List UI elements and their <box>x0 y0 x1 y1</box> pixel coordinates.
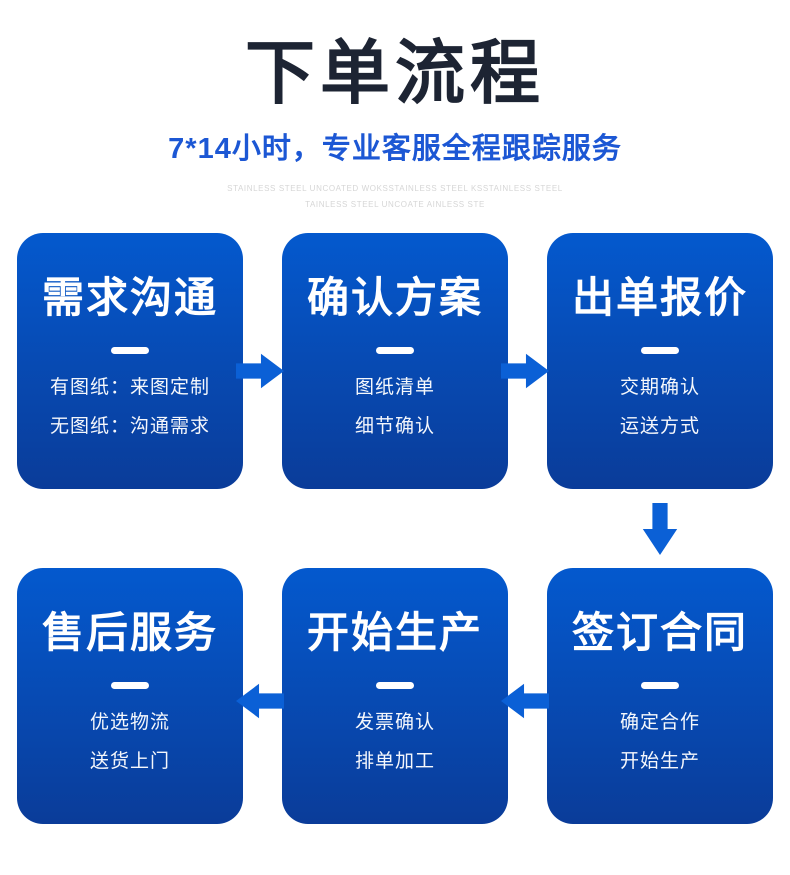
divider-dash <box>641 347 679 355</box>
step-card-sign-contract: 签订合同 确定合作 开始生产 <box>547 568 773 824</box>
arrow-left-icon <box>236 683 284 719</box>
step-detail: 确定合作 <box>619 712 700 734</box>
watermark-line: STAINLESS STEEL UNCOATED WOKSSTAINLESS S… <box>227 184 563 193</box>
step-card-after-sales-service: 售后服务 优选物流 送货上门 <box>17 568 243 824</box>
step-title: 确认方案 <box>306 274 483 321</box>
step-title: 出单报价 <box>571 274 748 321</box>
step-detail: 发票确认 <box>354 712 435 734</box>
step-title: 售后服务 <box>41 609 218 656</box>
step-card-demand-communication: 需求沟通 有图纸：来图定制 无图纸：沟通需求 <box>17 233 243 489</box>
step-card-confirm-plan: 确认方案 图纸清单 细节确认 <box>282 233 508 489</box>
step-detail: 开始生产 <box>619 751 700 773</box>
divider-dash <box>111 347 149 355</box>
step-detail: 无图纸：沟通需求 <box>49 416 210 438</box>
divider-dash <box>641 682 679 690</box>
arrow-right-icon <box>501 353 549 389</box>
step-detail: 优选物流 <box>89 712 170 734</box>
page-subtitle: 7*14小时，专业客服全程跟踪服务 <box>168 133 622 165</box>
step-card-start-production: 开始生产 发票确认 排单加工 <box>282 568 508 824</box>
divider-dash <box>376 347 414 355</box>
arrow-left-icon <box>501 683 549 719</box>
step-detail: 图纸清单 <box>354 377 435 399</box>
watermark-text: STAINLESS STEEL UNCOATED WOKSSTAINLESS S… <box>0 181 790 213</box>
step-detail: 有图纸：来图定制 <box>49 377 210 399</box>
page-title: 下单流程 <box>245 34 545 112</box>
arrow-down-icon <box>642 503 678 555</box>
step-detail: 送货上门 <box>89 751 170 773</box>
divider-dash <box>376 682 414 690</box>
arrow-right-icon <box>236 353 284 389</box>
step-detail: 细节确认 <box>354 416 435 438</box>
step-detail: 交期确认 <box>619 377 700 399</box>
step-detail: 运送方式 <box>619 416 700 438</box>
step-detail: 排单加工 <box>354 751 435 773</box>
divider-dash <box>111 682 149 690</box>
step-card-issue-quote: 出单报价 交期确认 运送方式 <box>547 233 773 489</box>
step-title: 开始生产 <box>306 609 483 656</box>
step-title: 签订合同 <box>571 609 748 656</box>
watermark-line: TAINLESS STEEL UNCOATE AINLESS STE <box>305 200 485 209</box>
step-title: 需求沟通 <box>41 274 218 321</box>
